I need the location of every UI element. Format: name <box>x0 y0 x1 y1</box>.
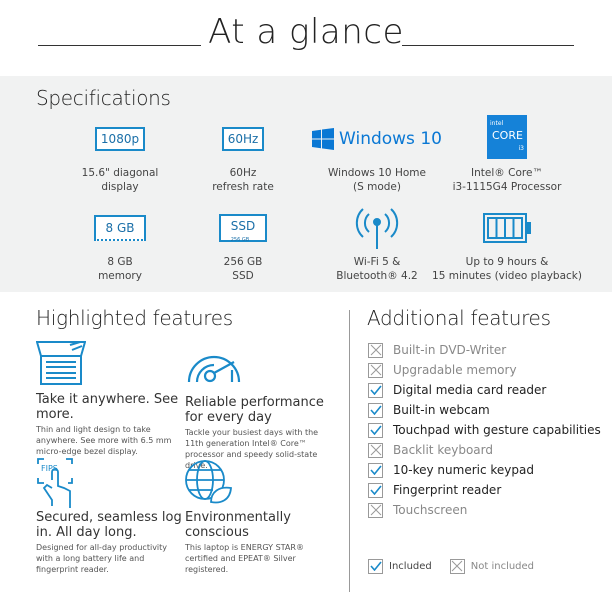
spec-line: 256 GB <box>223 256 263 268</box>
additional-heading: Additional features <box>367 306 551 330</box>
memory-8gb-icon: 8 GB <box>93 215 147 241</box>
spec-line: 60Hz <box>229 167 257 179</box>
feature-list-item: Touchscreen <box>368 500 467 520</box>
check-icon <box>368 422 383 438</box>
highlighted-heading: Highlighted features <box>36 306 233 330</box>
core-label: CORE <box>492 129 523 142</box>
battery-icon <box>432 205 582 251</box>
tier-label: i3 <box>518 145 524 152</box>
check-icon <box>368 382 383 398</box>
specifications-section <box>0 76 612 292</box>
spec-os: Windows 10 Windows 10 Home (S mode) <box>302 116 452 194</box>
spec-line: Up to 9 hours & <box>465 256 549 268</box>
spec-line: 8 GB <box>107 256 133 268</box>
feature-list-item: Digital media card reader <box>368 380 546 400</box>
ssd-label: SSD <box>230 219 256 233</box>
spec-line: Wi-Fi 5 & <box>353 256 401 268</box>
feature-security: FIPS Secured, seamless log in. All day l… <box>36 458 186 575</box>
feature-label: Built-in webcam <box>393 403 490 417</box>
legend: Included Not included <box>368 556 534 576</box>
spec-line: Windows 10 Home <box>328 167 426 179</box>
feature-list-item: Backlit keyboard <box>368 440 493 460</box>
spec-battery: Up to 9 hours & 15 minutes (video playbac… <box>432 205 582 283</box>
divider <box>38 45 201 46</box>
check-icon <box>368 558 383 574</box>
feature-list-item: Built-in webcam <box>368 400 490 420</box>
feature-list-item: Fingerprint reader <box>368 480 501 500</box>
check-icon <box>368 462 383 478</box>
feature-title: Take it anywhere. See more. <box>36 392 179 422</box>
spec-line: 15 minutes (video playback) <box>432 270 582 282</box>
check-icon <box>368 482 383 498</box>
feature-label: Upgradable memory <box>393 363 517 377</box>
legend-not-included: Not included <box>470 560 535 572</box>
spec-line: i3-1115G4 Processor <box>452 181 562 193</box>
spec-line: Intel® Core™ <box>471 167 543 179</box>
feature-list-item: Upgradable memory <box>368 360 517 380</box>
feature-list-item: Touchpad with gesture capabilities <box>368 420 601 440</box>
check-icon <box>368 402 383 418</box>
feature-label: Backlit keyboard <box>393 443 493 457</box>
feature-label: Digital media card reader <box>393 383 547 397</box>
display-1080p-icon: 1080p <box>94 127 146 151</box>
feature-title: Reliable performance for every day <box>185 395 324 425</box>
laptop-icon <box>35 340 186 392</box>
feature-label: Built-in DVD-Writer <box>393 343 507 357</box>
spec-line: (S mode) <box>353 181 401 193</box>
fingerprint-fips-icon: FIPS <box>36 458 186 510</box>
x-icon <box>368 362 383 378</box>
x-icon <box>368 502 383 518</box>
feature-performance: Reliable performance for every day Tackl… <box>185 340 335 471</box>
ssd-icon: SSD 256 GB <box>218 214 268 243</box>
legend-included: Included <box>389 560 432 572</box>
column-divider <box>349 310 350 592</box>
spec-line: display <box>101 181 139 193</box>
spec-line: refresh rate <box>212 181 274 193</box>
spec-display: 1080p 15.6" diagonal display <box>45 116 195 194</box>
page-title: At a glance <box>208 12 404 52</box>
refresh-60hz-icon: 60Hz <box>221 127 265 151</box>
windows-logo-icon: Windows 10 <box>302 116 452 162</box>
ssd-sublabel: 256 GB <box>230 237 250 243</box>
spec-processor: intel CORE i3 Intel® Core™ i3-1115G4 Proc… <box>432 115 582 194</box>
x-icon <box>368 442 383 458</box>
feature-eco: Environmentally conscious This laptop is… <box>185 458 335 575</box>
feature-title: Environmentally conscious <box>185 510 291 540</box>
feature-portable: Take it anywhere. See more. Thin and lig… <box>35 340 186 457</box>
spec-line: Bluetooth® 4.2 <box>336 270 418 282</box>
fips-label: FIPS <box>41 464 58 473</box>
spec-storage: SSD 256 GB 256 GB SSD <box>168 205 318 283</box>
feature-title: Secured, seamless log in. All day long. <box>36 510 182 540</box>
intel-core-i3-icon: intel CORE i3 <box>487 115 527 159</box>
spec-line: memory <box>98 270 142 282</box>
feature-desc: Designed for all-day productivity with a… <box>36 543 168 574</box>
spec-line: SSD <box>232 270 254 282</box>
spec-refresh: 60Hz 60Hz refresh rate <box>168 116 318 194</box>
globe-leaf-icon <box>185 458 335 510</box>
feature-label: 10-key numeric keypad <box>393 463 534 477</box>
x-icon <box>368 342 383 358</box>
feature-label: Fingerprint reader <box>393 483 502 497</box>
intel-brand: intel <box>490 120 504 127</box>
x-icon <box>449 558 465 574</box>
feature-label: Touchpad with gesture capabilities <box>393 423 601 437</box>
feature-desc: This laptop is ENERGY STAR® certified an… <box>185 543 304 574</box>
divider <box>402 45 574 46</box>
feature-desc: Thin and light design to take anywhere. … <box>36 425 172 456</box>
wifi-antenna-icon <box>302 205 452 251</box>
feature-list-item: Built-in DVD-Writer <box>368 340 506 360</box>
speedometer-icon <box>185 340 335 392</box>
specifications-heading: Specifications <box>36 86 171 110</box>
feature-list-item: 10-key numeric keypad <box>368 460 534 480</box>
spec-wireless: Wi-Fi 5 & Bluetooth® 4.2 <box>302 205 452 283</box>
feature-desc: Tackle your busiest days with the 11th g… <box>185 428 319 470</box>
spec-line: 15.6" diagonal <box>81 167 159 179</box>
windows-wordmark: Windows 10 <box>339 129 442 149</box>
feature-label: Touchscreen <box>393 503 468 517</box>
spec-memory: 8 GB 8 GB memory <box>45 205 195 283</box>
